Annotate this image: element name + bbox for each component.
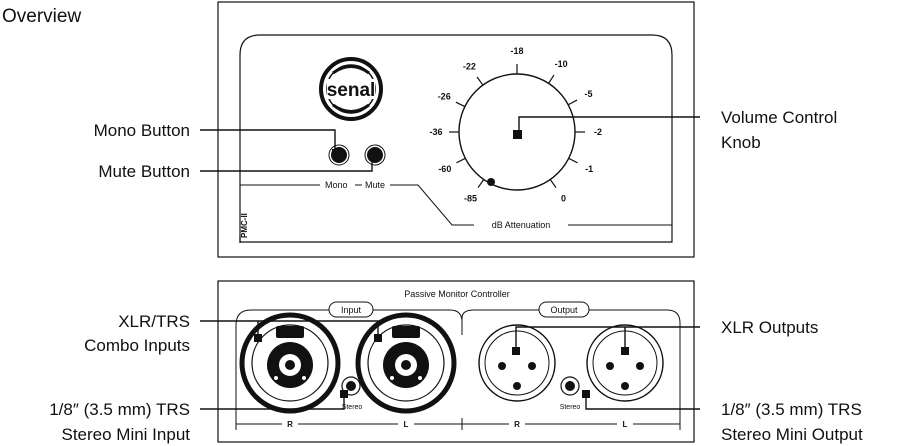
mini-output-callout-line1: 1/8″ (3.5 mm) TRS (721, 400, 862, 419)
knob-scale: -85-60-36-26-22-18-10-5-2-10 (429, 46, 602, 203)
knob-scale-label: -2 (594, 127, 602, 137)
bottom-panel-title: Passive Monitor Controller (404, 289, 510, 299)
knob-scale-tick (476, 76, 484, 86)
combo-leader (200, 320, 379, 336)
attenuation-label: dB Attenuation (492, 220, 551, 230)
volume-leader (518, 116, 700, 132)
overview-title: Overview (2, 6, 81, 27)
knob-start-dot (487, 178, 495, 186)
knob-indicator (513, 130, 522, 139)
xlr-outputs-callout: XLR Outputs (721, 318, 818, 337)
bottom-panel: Passive Monitor Controller Input Output (217, 280, 695, 443)
mini-output-callout-line2: Stereo Mini Output (721, 425, 863, 444)
mono-label: Mono (325, 180, 348, 190)
logo-text: senal (327, 80, 376, 101)
combo-callout-line1: XLR/TRS (118, 312, 190, 331)
knob-scale-label: -18 (510, 46, 523, 56)
model-label: PMC-II (240, 213, 249, 238)
knob-scale-label: -10 (555, 59, 568, 69)
mini-input-callout-line1: 1/8″ (3.5 mm) TRS (49, 400, 190, 419)
stereo-mini-output-jack[interactable] (560, 376, 580, 396)
top-panel: senal PMC-II Mono Mute dB Attenuation -8… (217, 1, 695, 258)
label-underline (240, 184, 672, 226)
knob-scale-tick (455, 101, 466, 108)
channel-letter-out-r: R (514, 420, 520, 429)
combo-callout-line2: Combo Inputs (84, 336, 190, 355)
knob-scale-tick (456, 157, 466, 164)
knob-scale-label: -22 (463, 61, 476, 71)
mono-button-callout: Mono Button (94, 121, 190, 140)
stereo-out-label: Stereo (560, 404, 581, 411)
channel-letter-out-l: L (623, 420, 628, 429)
mute-label: Mute (365, 180, 385, 190)
output-label: Output (550, 305, 578, 315)
knob-scale-label: -26 (438, 91, 451, 101)
top-panel-inner-frame (239, 34, 673, 243)
bottom-panel-frame (217, 280, 695, 443)
knob-scale-tick (549, 179, 557, 189)
channel-letter-in-l: L (404, 420, 409, 429)
channel-letter-in-r: R (287, 420, 293, 429)
volume-callout-line2: Knob (721, 133, 761, 152)
volume-knob[interactable] (458, 73, 576, 191)
mono-button-leader (200, 129, 336, 150)
output-bracket (461, 309, 681, 430)
callouts: Mono Button Mute Button Volume Control K… (49, 108, 863, 444)
knob-scale-tick (548, 74, 555, 84)
knob-scale-tick (568, 157, 578, 164)
combo-input-l[interactable] (355, 312, 457, 414)
xlr-output-r[interactable] (478, 324, 556, 402)
knob-scale-tick (477, 179, 485, 189)
xlr-outputs-leader (515, 326, 700, 349)
knob-scale-tick (567, 99, 578, 106)
volume-callout-line1: Volume Control (721, 108, 837, 127)
combo-input-r[interactable] (239, 312, 341, 414)
stereo-in-label: Stereo (342, 404, 363, 411)
mini-input-callout-line2: Stereo Mini Input (61, 425, 190, 444)
mute-button-callout: Mute Button (98, 162, 190, 181)
channel-baseline (235, 418, 681, 430)
knob-scale-label: -5 (585, 89, 593, 99)
top-panel-bottom-bracket (239, 235, 673, 243)
mini-output-leader (585, 394, 700, 410)
knob-scale-label: 0 (561, 193, 566, 203)
knob-scale-label: -85 (464, 193, 477, 203)
mute-button-leader (200, 159, 373, 172)
knob-scale-label: -60 (438, 164, 451, 174)
knob-scale-label: -1 (585, 164, 593, 174)
xlr-output-l[interactable] (586, 324, 664, 402)
input-label: Input (341, 305, 362, 315)
mini-input-leader (200, 395, 345, 410)
knob-scale-label: -36 (429, 127, 442, 137)
senal-logo: senal (319, 57, 383, 121)
